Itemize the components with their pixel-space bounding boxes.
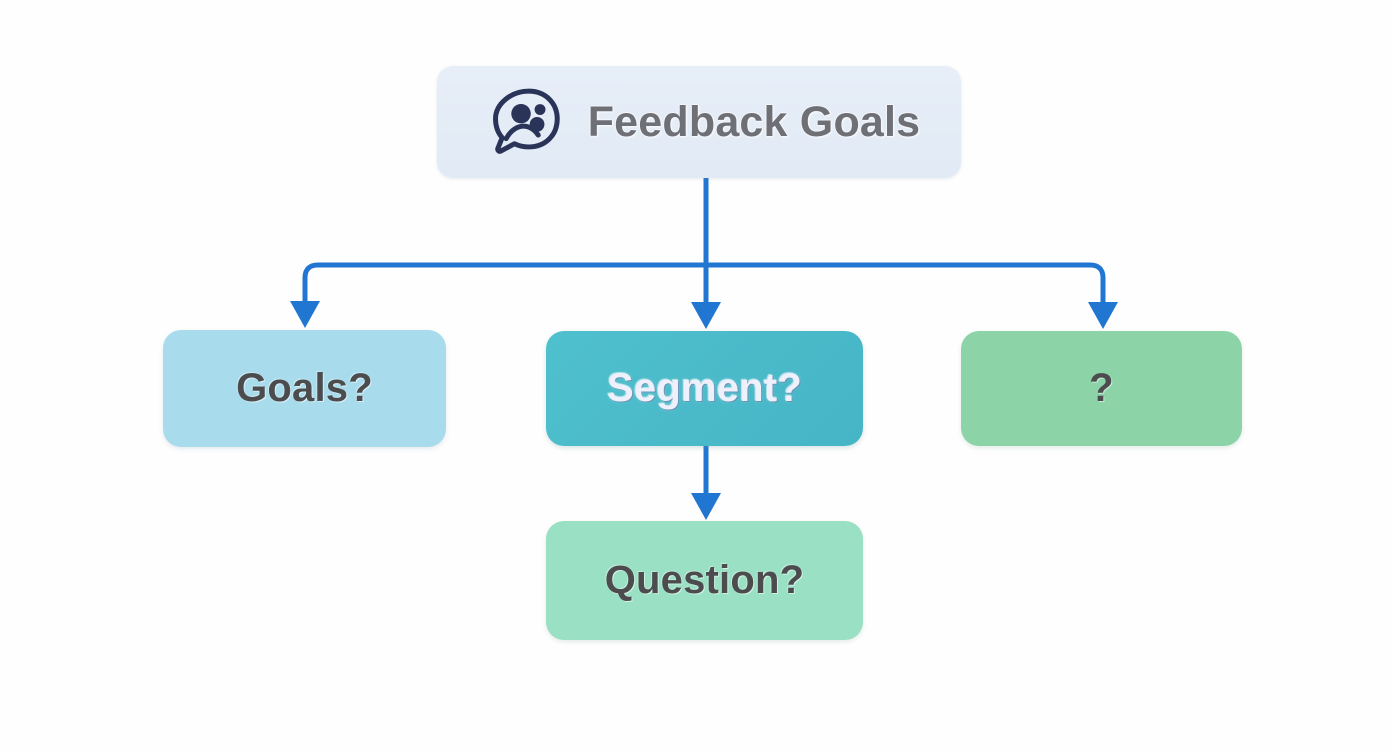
- edge-root-to-other: [1088, 262, 1118, 329]
- node-feedback-goals[interactable]: Feedback Goals: [437, 66, 961, 178]
- feedback-group-speech-bubble-icon: [492, 88, 560, 154]
- node-feedback-goals-label: Feedback Goals: [587, 97, 921, 146]
- node-question[interactable]: Question?: [546, 521, 863, 640]
- node-segment[interactable]: Segment?: [546, 331, 863, 446]
- node-other[interactable]: ?: [961, 331, 1242, 446]
- node-question-label: Question?: [604, 558, 805, 602]
- node-segment-label: Segment?: [607, 366, 802, 410]
- node-goals[interactable]: Goals?: [163, 330, 446, 447]
- node-goals-label: Goals?: [236, 366, 373, 410]
- edge-root-to-goals: [290, 262, 320, 328]
- node-other-label: ?: [1089, 366, 1114, 410]
